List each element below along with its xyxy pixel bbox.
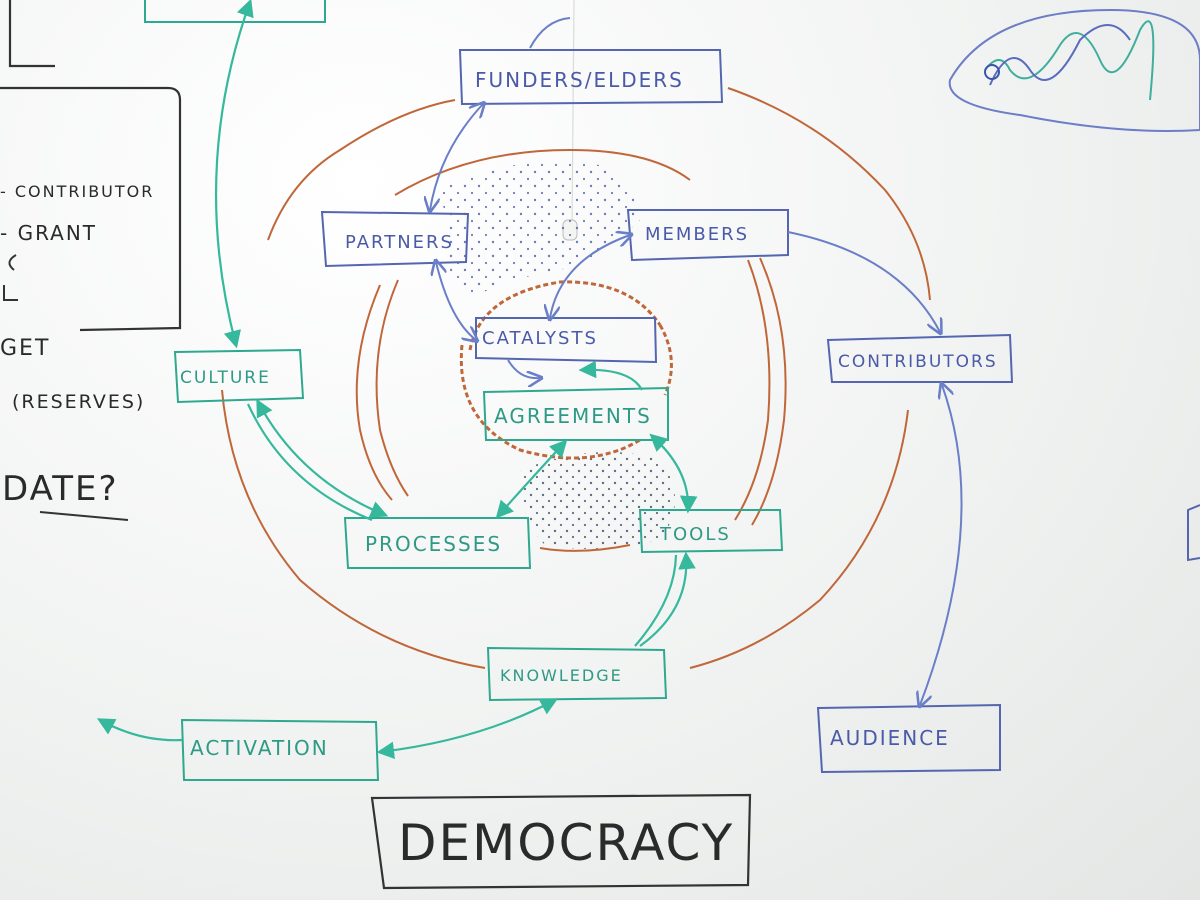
blue-arrows — [430, 17, 963, 705]
top-right-scribble — [948, 8, 1200, 132]
note-grant: - GRANT — [0, 221, 97, 245]
note-update: DATE? — [2, 469, 119, 509]
node-members: MEMBERS — [626, 209, 789, 262]
center-circle — [459, 280, 673, 460]
node-contributors: CONTRIBUTORS — [826, 333, 1014, 383]
node-catalysts: CATALYSTS — [475, 317, 658, 364]
svg-text:PROCESSES: PROCESSES — [365, 532, 502, 556]
svg-text:DEMOCRACY: DEMOCRACY — [398, 814, 734, 872]
svg-text:FUNDERS/ELDERS: FUNDERS/ELDERS — [475, 68, 684, 92]
node-knowledge: KNOWLEDGE — [486, 646, 668, 702]
node-activation: ACTIVATION — [180, 718, 380, 781]
node-culture: CULTURE — [173, 348, 305, 404]
svg-text:PARTNERS: PARTNERS — [345, 232, 454, 253]
node-processes: PROCESSES — [343, 517, 532, 569]
node-democracy: DEMOCRACY — [370, 793, 752, 890]
node-audience: AUDIENCE — [816, 703, 1001, 774]
green-arrows — [96, 0, 698, 760]
note-contributor: - CONTRIBUTOR — [0, 182, 154, 201]
svg-text:KNOWLEDGE: KNOWLEDGE — [500, 666, 623, 685]
right-edge-box — [1187, 504, 1200, 562]
svg-text:CATALYSTS: CATALYSTS — [482, 328, 598, 349]
note-get: GET — [0, 336, 50, 361]
svg-text:TOOLS: TOOLS — [659, 524, 731, 545]
node-funders-elders: FUNDERS/ELDERS — [458, 49, 724, 106]
top-left-box — [144, 0, 326, 23]
left-notes: - CONTRIBUTOR - GRANT GET (RESERVES) DAT… — [0, 0, 182, 521]
dotted-area-top — [440, 160, 640, 300]
node-tools: TOOLS — [638, 509, 784, 554]
svg-text:CULTURE: CULTURE — [180, 368, 271, 388]
note-reserves: (RESERVES) — [12, 391, 145, 413]
svg-text:MEMBERS: MEMBERS — [645, 224, 749, 245]
node-agreements: AGREEMENTS — [482, 386, 669, 441]
svg-text:AUDIENCE: AUDIENCE — [830, 726, 950, 750]
svg-text:AGREEMENTS: AGREEMENTS — [494, 404, 652, 428]
svg-text:CONTRIBUTORS: CONTRIBUTORS — [838, 352, 998, 372]
svg-text:ACTIVATION: ACTIVATION — [190, 736, 329, 760]
